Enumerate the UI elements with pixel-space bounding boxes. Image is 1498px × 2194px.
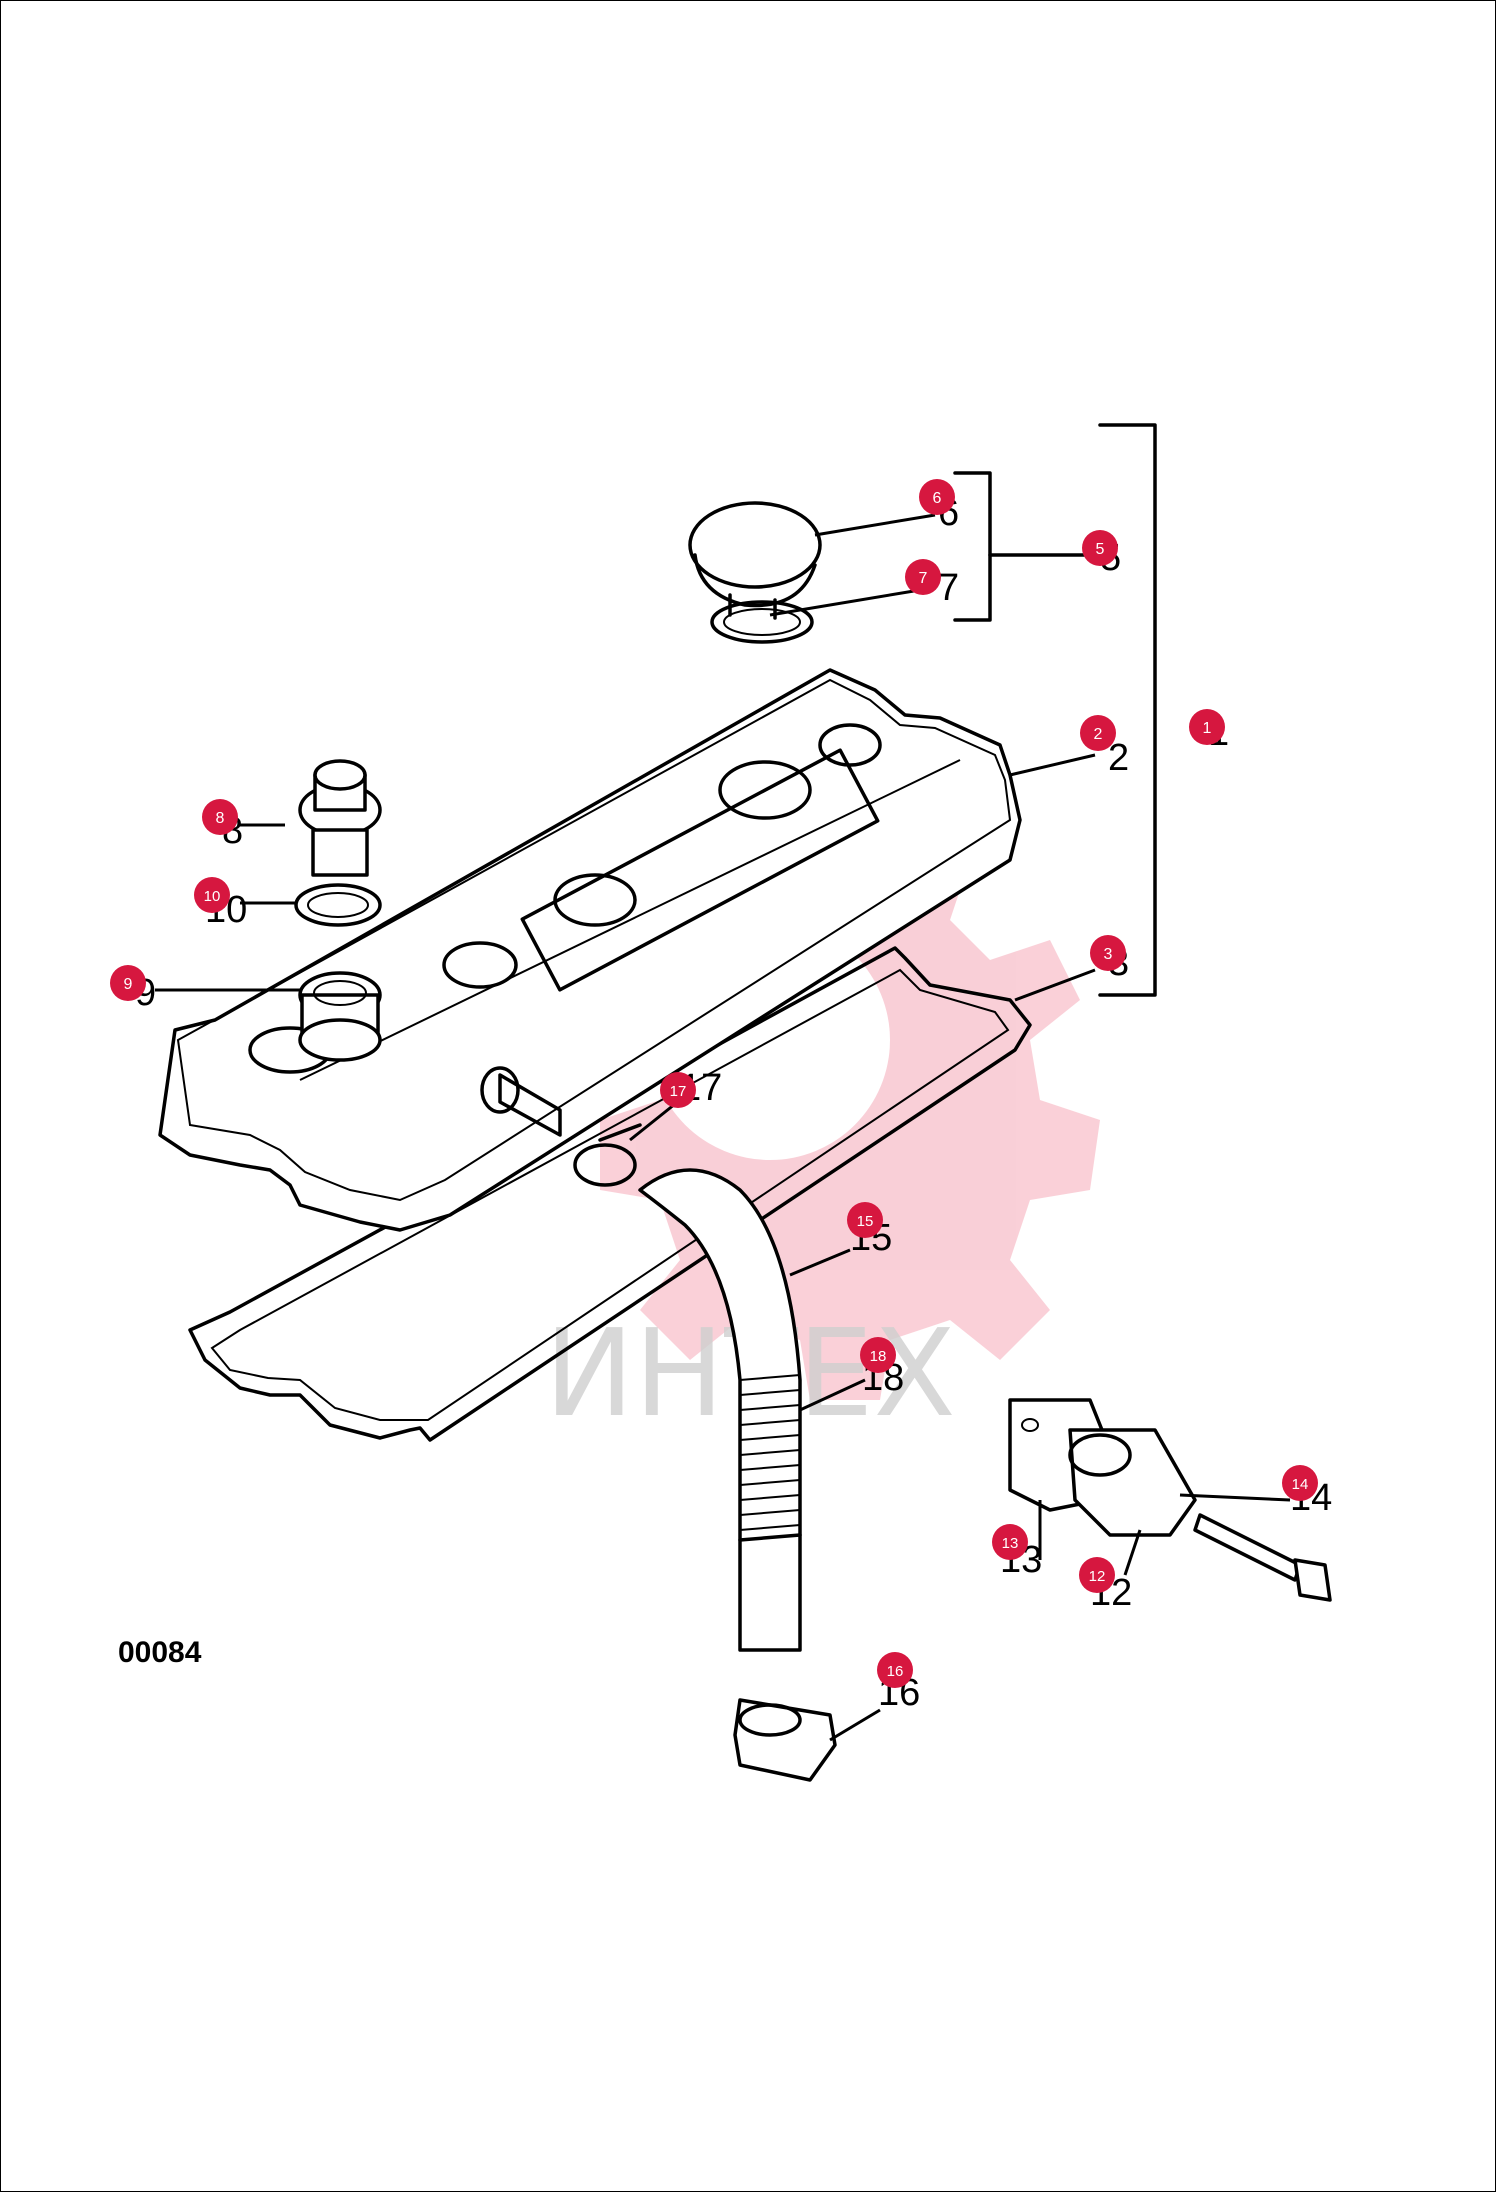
- group-brackets: [953, 423, 1157, 997]
- svg-text:15: 15: [857, 1213, 874, 1230]
- callout-6[interactable]: 6: [919, 479, 955, 515]
- callout-markers: 1 2 3 5 6 7 8 9 10 12 13 14 15 16 17 18: [110, 479, 1318, 1688]
- callout-1[interactable]: 1: [1189, 709, 1225, 745]
- svg-text:7: 7: [919, 570, 928, 587]
- figure-code: 00084: [118, 1636, 202, 1669]
- valve-cover: [158, 668, 1022, 1232]
- callout-13[interactable]: 13: [992, 1524, 1028, 1560]
- hose-flange: [733, 1698, 837, 1782]
- callout-3[interactable]: 3: [1090, 935, 1126, 971]
- svg-text:13: 13: [1002, 1535, 1019, 1552]
- hose-clamp: [573, 1123, 642, 1187]
- callout-14[interactable]: 14: [1282, 1465, 1318, 1501]
- printed-number-2: 2: [1108, 737, 1129, 779]
- svg-text:17: 17: [670, 1083, 687, 1100]
- printed-number-7: 7: [938, 567, 959, 609]
- breather-hose: [638, 1168, 802, 1652]
- svg-text:2: 2: [1094, 726, 1103, 743]
- grommet: [298, 971, 382, 1062]
- callout-8[interactable]: 8: [202, 799, 238, 835]
- callout-17[interactable]: 17: [660, 1072, 696, 1108]
- callout-10[interactable]: 10: [194, 877, 230, 913]
- svg-text:12: 12: [1089, 1568, 1106, 1585]
- cover-plate: [1068, 1428, 1197, 1537]
- callout-9[interactable]: 9: [110, 965, 146, 1001]
- callout-5[interactable]: 5: [1082, 530, 1118, 566]
- callout-15[interactable]: 15: [847, 1202, 883, 1238]
- leader-lines: [155, 513, 1291, 1742]
- svg-text:8: 8: [216, 810, 225, 827]
- callout-18[interactable]: 18: [860, 1337, 896, 1373]
- svg-text:3: 3: [1104, 946, 1113, 963]
- svg-text:9: 9: [124, 976, 133, 993]
- callout-12[interactable]: 12: [1079, 1557, 1115, 1593]
- svg-text:1: 1: [1203, 720, 1212, 737]
- svg-text:6: 6: [933, 490, 942, 507]
- svg-text:14: 14: [1292, 1476, 1309, 1493]
- svg-text:10: 10: [204, 888, 221, 905]
- svg-text:18: 18: [870, 1348, 887, 1365]
- filler-cap-seal: [710, 600, 814, 644]
- callout-16[interactable]: 16: [877, 1652, 913, 1688]
- bolt: [1193, 1513, 1332, 1602]
- plug: [298, 759, 382, 877]
- callout-7[interactable]: 7: [905, 559, 941, 595]
- svg-text:5: 5: [1096, 541, 1105, 558]
- filler-cap: [688, 501, 822, 620]
- svg-text:16: 16: [887, 1663, 904, 1680]
- callout-2[interactable]: 2: [1080, 715, 1116, 751]
- gasket: [188, 946, 1032, 1442]
- washer: [294, 883, 382, 927]
